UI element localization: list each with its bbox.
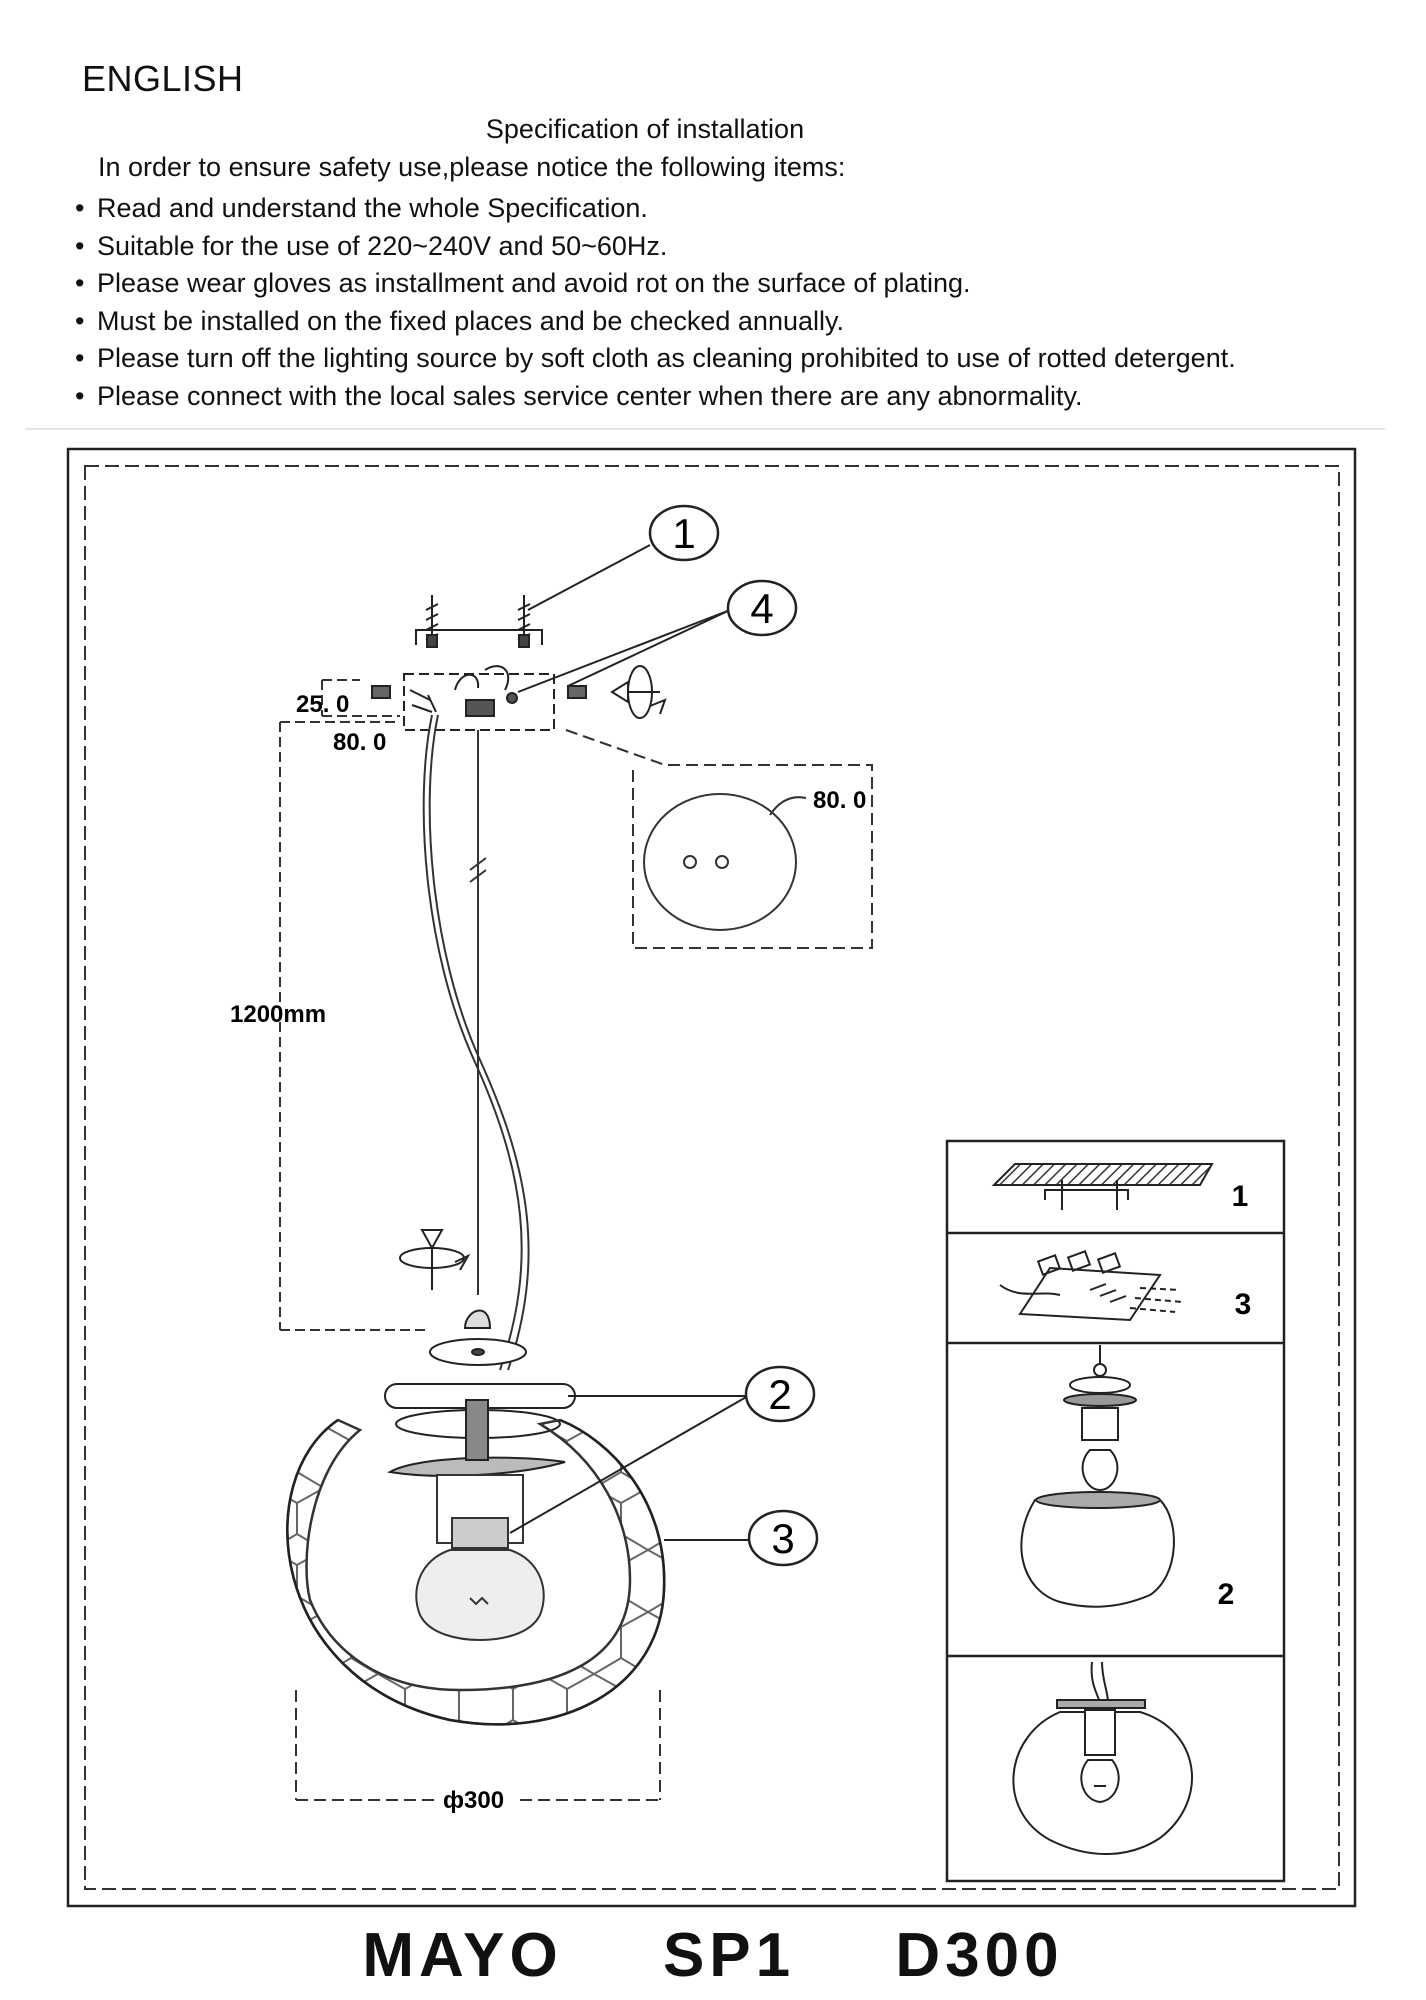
step-3-wiring-icon: [999, 1250, 1183, 1322]
dim-cable-length: 1200mm: [230, 1001, 326, 1028]
rotate-down-arrow-icon: [399, 1229, 471, 1290]
header-divider: [25, 428, 1385, 430]
model-family: MAYO: [362, 1921, 563, 1990]
canopy: [384, 1309, 576, 1477]
svg-text:2: 2: [768, 1371, 791, 1418]
step-final-lamp-icon: [1012, 1661, 1193, 1856]
dim-diameter: ф300: [443, 1787, 504, 1814]
model-name: MAYO SP1 D300: [0, 1920, 1426, 1991]
spec-title: Specification of installation: [485, 114, 805, 144]
safety-list: Read and understand the whole Specificat…: [75, 190, 1236, 416]
list-item: Must be installed on the fixed places an…: [75, 303, 1236, 341]
dim-detail: 80. 0: [813, 787, 866, 814]
model-size: D300: [895, 1921, 1064, 1990]
dim-plate-width: 80. 0: [333, 729, 386, 756]
model-series: SP1: [662, 1921, 796, 1990]
svg-text:4: 4: [750, 585, 773, 632]
svg-text:1: 1: [672, 510, 695, 557]
plate-detail: [565, 729, 873, 949]
plate-dimensions: [279, 679, 425, 1331]
step-number: 2: [1218, 1578, 1235, 1611]
step-1-ceiling-icon: [991, 1163, 1214, 1210]
ceiling-screws: [415, 595, 543, 648]
mounting-plate: [371, 665, 587, 731]
intro-text: In order to ensure safety use,please not…: [98, 152, 846, 182]
outer-frame: [66, 447, 1357, 1908]
diameter-dimension: [295, 1690, 661, 1801]
inner-dashed-frame: [84, 465, 1340, 1890]
step-panel: [945, 1139, 1286, 1883]
glass-globe: [286, 1418, 666, 1726]
step-number: 3: [1235, 1288, 1252, 1321]
list-item: Please connect with the local sales serv…: [75, 378, 1236, 416]
dim-plate-height: 25. 0: [296, 691, 349, 718]
list-item: Please turn off the lighting source by s…: [75, 340, 1236, 378]
list-item: Read and understand the whole Specificat…: [75, 190, 1236, 228]
list-item: Please wear gloves as installment and av…: [75, 265, 1236, 303]
svg-text:3: 3: [771, 1515, 794, 1562]
callout-2: 2: [744, 1365, 816, 1423]
callout-3: 3: [747, 1509, 819, 1567]
callout-1: 1: [648, 504, 720, 562]
suspension-cable: [422, 714, 530, 1371]
list-item: Suitable for the use of 220~240V and 50~…: [75, 228, 1236, 266]
callout-leaders: [509, 544, 750, 1541]
step-2-assembly-icon: [1020, 1345, 1175, 1608]
callout-4: 4: [726, 579, 798, 637]
step-number: 1: [1232, 1180, 1249, 1213]
language-label: ENGLISH: [82, 58, 244, 99]
rotate-arrow-icon: [610, 665, 667, 719]
